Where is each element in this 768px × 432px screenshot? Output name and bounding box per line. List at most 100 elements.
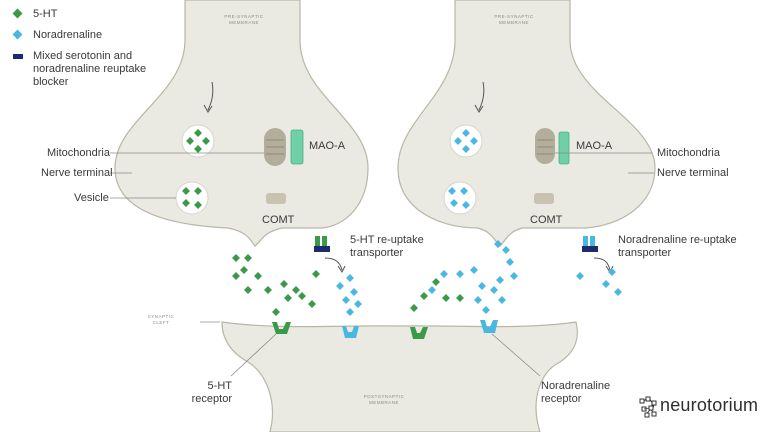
- leader-na-receptor: [491, 333, 541, 377]
- postsynaptic-membrane-label: POSTSYNAPTIC MEMBRANE: [363, 394, 405, 405]
- serotonin-molecule: [244, 286, 252, 294]
- left-vesicle-lower: [175, 181, 209, 215]
- serotonin-molecule: [232, 272, 240, 280]
- right-vesicle-lower: [443, 181, 477, 215]
- noradrenaline-molecule: [462, 145, 470, 153]
- right-comt: [534, 193, 554, 204]
- mitochondria-label-left: Mitochondria: [47, 147, 110, 159]
- mao-a-label-right: MAO-A: [576, 140, 613, 152]
- na-receptor-label: Noradrenaline receptor: [541, 380, 611, 405]
- serotonin-molecule: [254, 272, 262, 280]
- serotonin-molecule: [308, 300, 316, 308]
- na-transporter-label: Noradrenaline re-uptake transporter: [618, 234, 737, 259]
- postsynaptic-terminal: [221, 321, 578, 432]
- noradrenaline-molecule: [460, 187, 468, 195]
- serotonin-molecule: [312, 270, 320, 278]
- na-receptor-left: [342, 326, 359, 338]
- noradrenaline-molecule: [440, 270, 448, 278]
- serotonin-molecule: [292, 286, 300, 294]
- left-presynaptic-terminal: [114, 0, 369, 247]
- noradrenaline-molecule: [478, 282, 486, 290]
- serotonin-molecule: [194, 129, 202, 137]
- brand: neurotorium: [636, 395, 758, 416]
- noradrenaline-molecule: [428, 286, 436, 294]
- serotonin-molecule: [456, 294, 464, 302]
- nerve-terminal-label-left: Nerve terminal: [41, 167, 113, 179]
- leader-ht-receptor: [230, 333, 277, 377]
- noradrenaline-molecule: [474, 296, 482, 304]
- neurotorium-logo-icon: [639, 396, 657, 418]
- serotonin-molecule: [272, 308, 280, 316]
- left-mitochondrion: [264, 128, 286, 166]
- serotonin-molecule: [240, 266, 248, 274]
- left-flow-arrowhead: [203, 104, 213, 113]
- noradrenaline-molecule: [354, 300, 362, 308]
- serotonin-molecule: [232, 254, 240, 262]
- nerve-terminal-label-right: Nerve terminal: [657, 167, 729, 179]
- serotonin-molecule: [410, 304, 418, 312]
- noradrenaline-molecule: [462, 201, 470, 209]
- serotonin-molecule: [194, 187, 202, 195]
- blue-diamond-icon: [12, 29, 23, 40]
- green-diamond-icon: [12, 8, 23, 19]
- blocker-bar-icon: [13, 54, 23, 59]
- noradrenaline-molecule: [498, 296, 506, 304]
- serotonin-molecule: [194, 145, 202, 153]
- noradrenaline-molecule: [614, 288, 622, 296]
- left-mao-a: [290, 129, 304, 165]
- mitochondria-label-right: Mitochondria: [657, 147, 720, 159]
- noradrenaline-molecule: [350, 288, 358, 296]
- synaptic-cleft-label: SYNAPTIC CLEFT: [147, 314, 175, 325]
- molecule-layer: [182, 129, 622, 316]
- noradrenaline-molecule: [490, 286, 498, 294]
- serotonin-molecule: [244, 254, 252, 262]
- noradrenaline-molecule: [448, 187, 456, 195]
- left-flow-arrow: [207, 81, 214, 111]
- noradrenaline-molecule: [494, 240, 502, 248]
- right-flow-arrow: [478, 81, 485, 111]
- ht-receptor-right: [410, 327, 428, 339]
- serotonin-molecule: [264, 286, 272, 294]
- noradrenaline-molecule: [502, 246, 510, 254]
- noradrenaline-molecule: [336, 282, 344, 290]
- noradrenaline-molecule: [450, 199, 458, 207]
- legend-item-5ht: 5-HT: [12, 8, 171, 21]
- mao-a-label-left: MAO-A: [309, 140, 346, 152]
- serotonin-molecule: [298, 292, 306, 300]
- noradrenaline-molecule: [470, 266, 478, 274]
- noradrenaline-molecule: [506, 258, 514, 266]
- noradrenaline-molecule: [482, 306, 490, 314]
- left-comt: [266, 193, 286, 204]
- na-receptor-right: [480, 320, 498, 333]
- noradrenaline-molecule: [456, 270, 464, 278]
- legend-item-noradrenaline: Noradrenaline: [12, 29, 171, 42]
- noradrenaline-molecule: [346, 308, 354, 316]
- noradrenaline-molecule: [496, 276, 504, 284]
- legend-label: Noradrenaline: [33, 29, 103, 41]
- serotonin-molecule: [284, 294, 292, 302]
- serotonin-molecule: [202, 137, 210, 145]
- ht-reuptake-transporter: [314, 236, 330, 252]
- left-vesicle-upper: [181, 124, 215, 158]
- right-presynaptic-terminal: [397, 0, 656, 247]
- right-mitochondrion: [535, 128, 555, 164]
- legend-item-blocker: Mixed serotonin and noradrenaline reupta…: [12, 50, 171, 89]
- legend: 5-HT Noradrenaline Mixed serotonin and n…: [12, 8, 171, 97]
- noradrenaline-molecule: [608, 268, 616, 276]
- legend-label: 5-HT: [33, 8, 58, 20]
- right-vesicle-upper: [449, 124, 483, 158]
- serotonin-molecule: [280, 280, 288, 288]
- brand-name: neurotorium: [660, 395, 759, 415]
- ht-reuptake-arrow: [324, 257, 343, 271]
- na-reuptake-transporter: [582, 236, 598, 252]
- right-mao-a: [558, 131, 570, 165]
- serotonin-molecule: [420, 292, 428, 300]
- ht-receptor-label: 5-HT receptor: [191, 380, 232, 405]
- serotonin-molecule: [182, 187, 190, 195]
- serotonin-molecule: [186, 137, 194, 145]
- vesicle-label: Vesicle: [74, 192, 109, 204]
- legend-label: Mixed serotonin and noradrenaline reupta…: [33, 50, 147, 88]
- serotonin-molecule: [432, 278, 440, 286]
- noradrenaline-molecule: [454, 137, 462, 145]
